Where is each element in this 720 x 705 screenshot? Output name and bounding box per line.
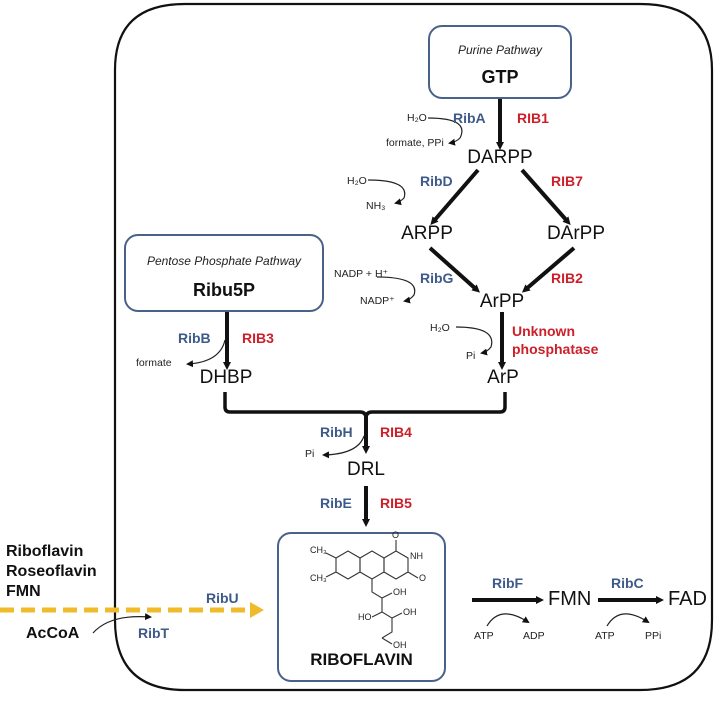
struct-nh: NH	[410, 551, 423, 561]
metabolite-drl: DRL	[346, 459, 386, 480]
cofactor-ribh-out: Pi	[305, 448, 315, 460]
riboflavin-structure	[325, 540, 419, 645]
purine-pathway-label: Purine Pathway	[457, 43, 543, 57]
cofactor-riba-out: formate, PPi	[386, 137, 444, 149]
enzyme-rib3: RIB3	[242, 330, 274, 346]
struct-ch3-b: CH₃	[310, 573, 327, 583]
pentose-pathway-label: Pentose Phosphate Pathway	[146, 254, 302, 268]
enzyme-ribd: RibD	[420, 173, 453, 189]
external-compound-roseoflavin: Roseoflavin	[6, 563, 97, 580]
enzyme-ribe: RibE	[320, 495, 352, 511]
enzyme-rib1: RIB1	[517, 110, 549, 126]
riboflavin-box: RIBOFLAVIN	[277, 532, 446, 682]
arrow-darpp-arpp	[430, 168, 480, 226]
metabolite-fad: FAD	[668, 588, 707, 610]
cofactor-ribf-in: ATP	[474, 630, 494, 642]
enzyme-riba: RibA	[453, 110, 486, 126]
cofactor-arrow-ribg	[376, 276, 416, 304]
struct-o-top: O	[392, 530, 400, 540]
cofactor-ribg-out: NADP⁺	[360, 295, 395, 307]
cofactor-arrow-ribb	[186, 339, 226, 368]
external-compound-fmn: FMN	[6, 583, 41, 600]
cofactor-ribg-in: NADP + H⁺	[334, 268, 389, 280]
enzyme-ribf: RibF	[492, 575, 524, 591]
metabolite-fmn: FMN	[548, 588, 592, 610]
purine-pathway-box: Purine Pathway GTP	[428, 25, 572, 99]
enzyme-ribh: RibH	[320, 424, 353, 440]
enzyme-rib7: RIB7	[551, 173, 583, 189]
metabolite-darpp2: DArPP	[546, 223, 606, 244]
cofactor-phos-in: H₂O	[430, 322, 450, 334]
riboflavin-label: RIBOFLAVIN	[310, 650, 413, 669]
struct-oh-3: OH	[403, 607, 417, 617]
cofactor-arrow-phos	[455, 326, 493, 356]
enzyme-rib4: RIB4	[380, 424, 412, 440]
transport-arrowhead	[250, 602, 264, 618]
cofactor-ribf-out: ADP	[523, 630, 545, 642]
gtp-label: GTP	[481, 67, 519, 87]
external-accoa: AcCoA	[26, 625, 80, 642]
metabolite-arp: ArP	[487, 367, 519, 388]
pentose-phosphate-pathway-box: Pentose Phosphate Pathway Ribu5P	[124, 234, 324, 312]
enzyme-phosphatase-line1: Unknown	[512, 323, 575, 339]
cofactor-ribb-out: formate	[136, 357, 172, 369]
cofactor-arrow-ribd	[367, 179, 406, 206]
cofactor-phos-out: Pi	[466, 350, 476, 362]
cofactor-arrow-ribh	[322, 435, 365, 459]
enzyme-rib2: RIB2	[551, 270, 583, 286]
struct-o-right: O	[419, 573, 427, 583]
metabolite-dhbp: DHBP	[199, 367, 253, 388]
struct-ho-2: HO	[358, 612, 372, 622]
enzyme-ribu: RibU	[206, 590, 239, 606]
cofactor-ribd-out: NH₃	[366, 200, 386, 212]
cofactor-riba-in: H₂O	[407, 112, 427, 124]
cofactor-ribd-in: H₂O	[347, 175, 367, 187]
metabolite-darpp: DARPP	[467, 147, 533, 168]
cofactor-arrow-ribf	[486, 613, 530, 627]
metabolite-arpp2: ArPP	[479, 291, 525, 312]
cofactor-ribc-out: PPi	[645, 630, 662, 642]
enzyme-phosphatase-line2: phosphatase	[512, 341, 599, 357]
enzyme-ribb: RibB	[178, 330, 211, 346]
cofactor-ribc-in: ATP	[595, 630, 615, 642]
arrow-darpp-darpp2	[520, 168, 571, 225]
enzyme-ribt: RibT	[138, 625, 170, 641]
cell-boundary	[113, 2, 714, 692]
ribu5p-label: Ribu5P	[192, 280, 255, 300]
struct-oh-4: OH	[393, 640, 407, 650]
enzyme-rib5: RIB5	[380, 495, 412, 511]
enzyme-ribc: RibC	[611, 575, 644, 591]
metabolite-arpp: ARPP	[401, 223, 453, 244]
struct-ch3-a: CH₃	[310, 545, 327, 555]
arrow-arpp-arpp2	[428, 246, 480, 293]
cofactor-arrow-ribc	[606, 613, 650, 627]
arrow-darpp2-arpp2	[521, 246, 576, 293]
cofactor-arrow-ribt	[92, 613, 152, 634]
cofactor-arrow-riba	[427, 117, 463, 146]
external-compound-riboflavin: Riboflavin	[6, 543, 84, 560]
enzyme-ribg: RibG	[420, 270, 454, 286]
struct-oh-1: OH	[393, 587, 407, 597]
